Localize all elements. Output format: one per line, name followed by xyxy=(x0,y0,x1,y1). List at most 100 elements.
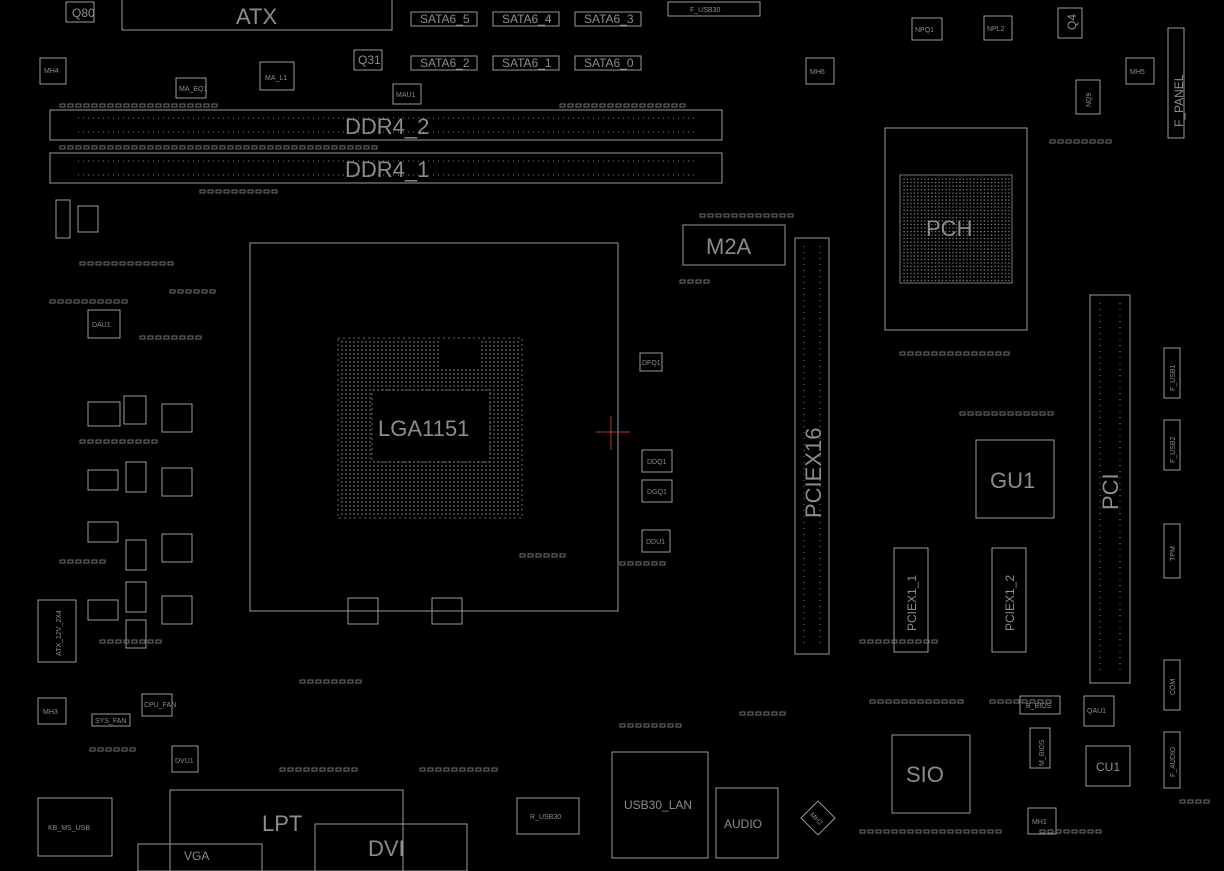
vga-port[interactable] xyxy=(137,843,263,871)
socket-pin-grid xyxy=(341,341,519,515)
ddr4-1-label: DDR4_1 xyxy=(345,157,429,182)
sys-fan-label: SYS_FAN xyxy=(95,718,127,725)
mounting-hole-mh4 xyxy=(39,57,67,85)
dvu1-label: DVU1 xyxy=(175,758,194,765)
cu1-chip xyxy=(1085,745,1131,787)
kb-ms-usb-port[interactable] xyxy=(37,797,113,857)
usb30-lan-label: USB30_LAN xyxy=(624,798,692,812)
r-usb30-port[interactable] xyxy=(516,797,580,835)
cpu-socket-lga1151[interactable] xyxy=(249,242,619,612)
dau1-label: DAU1 xyxy=(92,322,111,329)
dvi-label: DVI xyxy=(368,836,405,861)
f-usb2-header[interactable] xyxy=(1163,419,1181,471)
pch-ball-grid xyxy=(903,178,1010,282)
passive-components xyxy=(49,103,1210,834)
m-bios-label: M_BIOS xyxy=(1039,739,1046,766)
m-bios-chip xyxy=(1029,727,1051,769)
pci-slot[interactable] xyxy=(1089,294,1131,684)
sata6-0-connector[interactable] xyxy=(574,55,642,71)
pciex16-label: PCIEX16 xyxy=(801,428,826,519)
tpm-label: TPM xyxy=(1170,546,1177,561)
mh6-label: MH6 xyxy=(810,69,825,76)
gu1-label: GU1 xyxy=(990,468,1035,493)
mounting-hole-mh5 xyxy=(1125,57,1155,85)
cu1-label: CU1 xyxy=(1096,760,1120,774)
npq1-label: NPQ1 xyxy=(915,27,934,34)
sata6-5-label: SATA6_5 xyxy=(420,12,470,26)
ddq1-label: DDQ1 xyxy=(647,459,667,466)
lga1151-label: LGA1151 xyxy=(378,416,469,441)
cpu-fan-label: CPU_FAN xyxy=(144,702,176,709)
atx-12v-connector[interactable] xyxy=(37,599,77,663)
mounting-hole-mh1 xyxy=(1027,807,1057,835)
pciex1-2-label: PCIEX1_2 xyxy=(1003,575,1017,631)
f-audio-header[interactable] xyxy=(1163,731,1181,789)
mh5-label: MH5 xyxy=(1130,69,1145,76)
f-usb1-label: F_USB1 xyxy=(1170,364,1177,391)
mounting-hole-mh6 xyxy=(805,57,835,85)
audio-label: AUDIO xyxy=(724,817,762,831)
sio-chip xyxy=(891,734,971,814)
sata6-1-connector[interactable] xyxy=(492,55,560,71)
b-bios-label: B_BIOS xyxy=(1026,703,1052,710)
sata6-2-label: SATA6_2 xyxy=(420,56,470,70)
sata6-1-label: SATA6_1 xyxy=(502,56,552,70)
com-header[interactable] xyxy=(1163,659,1181,711)
pciex1-1-label: PCIEX1_1 xyxy=(905,575,919,631)
f-panel-label: F_PANEL xyxy=(1172,74,1186,127)
pciex1-1-slot[interactable] xyxy=(893,547,929,653)
ddr4-1-slot[interactable] xyxy=(49,152,723,184)
qau1-label: QAU1 xyxy=(1087,708,1106,715)
f-usb30-label: F_USB30 xyxy=(690,7,720,14)
sata6-0-label: SATA6_0 xyxy=(584,56,634,70)
f-audio-label: F_AUDIO xyxy=(1170,746,1177,777)
mounting-hole-mh2 xyxy=(800,800,836,836)
f-usb1-header[interactable] xyxy=(1163,347,1181,399)
sata6-4-connector[interactable] xyxy=(492,11,560,27)
sio-label: SIO xyxy=(906,762,944,787)
mounting-hole-mh3 xyxy=(37,697,67,725)
f-usb30-header[interactable] xyxy=(667,1,761,17)
sata6-5-connector[interactable] xyxy=(410,11,478,27)
mh4-label: MH4 xyxy=(44,68,59,75)
f-usb2-label: F_USB2 xyxy=(1170,436,1177,463)
atx-12v-label: ATX_12V_2X4 xyxy=(56,610,63,656)
f-panel-header[interactable] xyxy=(1167,27,1185,139)
usb30-lan-port[interactable] xyxy=(611,751,709,859)
audio-jack[interactable] xyxy=(715,787,779,859)
q4-label: Q4 xyxy=(1065,14,1079,30)
ma-l1-label: MA_L1 xyxy=(265,75,287,82)
sata6-3-connector[interactable] xyxy=(574,11,642,27)
lpt-port[interactable] xyxy=(169,789,404,871)
ddr4-2-slot[interactable] xyxy=(49,109,723,141)
pciex16-slot[interactable] xyxy=(794,237,830,655)
sata6-4-label: SATA6_4 xyxy=(502,12,552,26)
m2a-label: M2A xyxy=(706,234,752,259)
sata6-2-connector[interactable] xyxy=(410,55,478,71)
tpm-header[interactable] xyxy=(1163,523,1181,579)
ddr4-2-label: DDR4_2 xyxy=(345,114,429,139)
lpt-label: LPT xyxy=(262,811,302,836)
vga-label: VGA xyxy=(184,849,209,863)
dfq1-label: DFQ1 xyxy=(642,360,661,367)
b-bios-chip xyxy=(1019,695,1061,715)
pch-chip-area xyxy=(884,127,1028,331)
dvi-port[interactable] xyxy=(314,823,468,871)
npl2-label: NPL2 xyxy=(987,26,1005,33)
pci-label: PCI xyxy=(1098,473,1123,510)
pciex1-2-slot[interactable] xyxy=(991,547,1027,653)
mh2-label: MH2 xyxy=(808,812,823,827)
mh3-label: MH3 xyxy=(43,709,58,716)
m2a-slot[interactable] xyxy=(682,224,786,266)
q80-label: Q80 xyxy=(72,6,95,20)
mh1-label: MH1 xyxy=(1032,819,1047,826)
atx-power-connector[interactable] xyxy=(121,0,393,31)
atx-label: ATX xyxy=(236,4,277,29)
q31-label: Q31 xyxy=(358,53,381,67)
ddu1-label: DDU1 xyxy=(646,539,665,546)
nq9-label: NQ9 xyxy=(1086,93,1093,108)
pch-label: PCH xyxy=(926,216,972,241)
dgq1-label: DGQ1 xyxy=(647,489,667,496)
ma-eq1-label: MA_EQ1 xyxy=(179,86,208,93)
